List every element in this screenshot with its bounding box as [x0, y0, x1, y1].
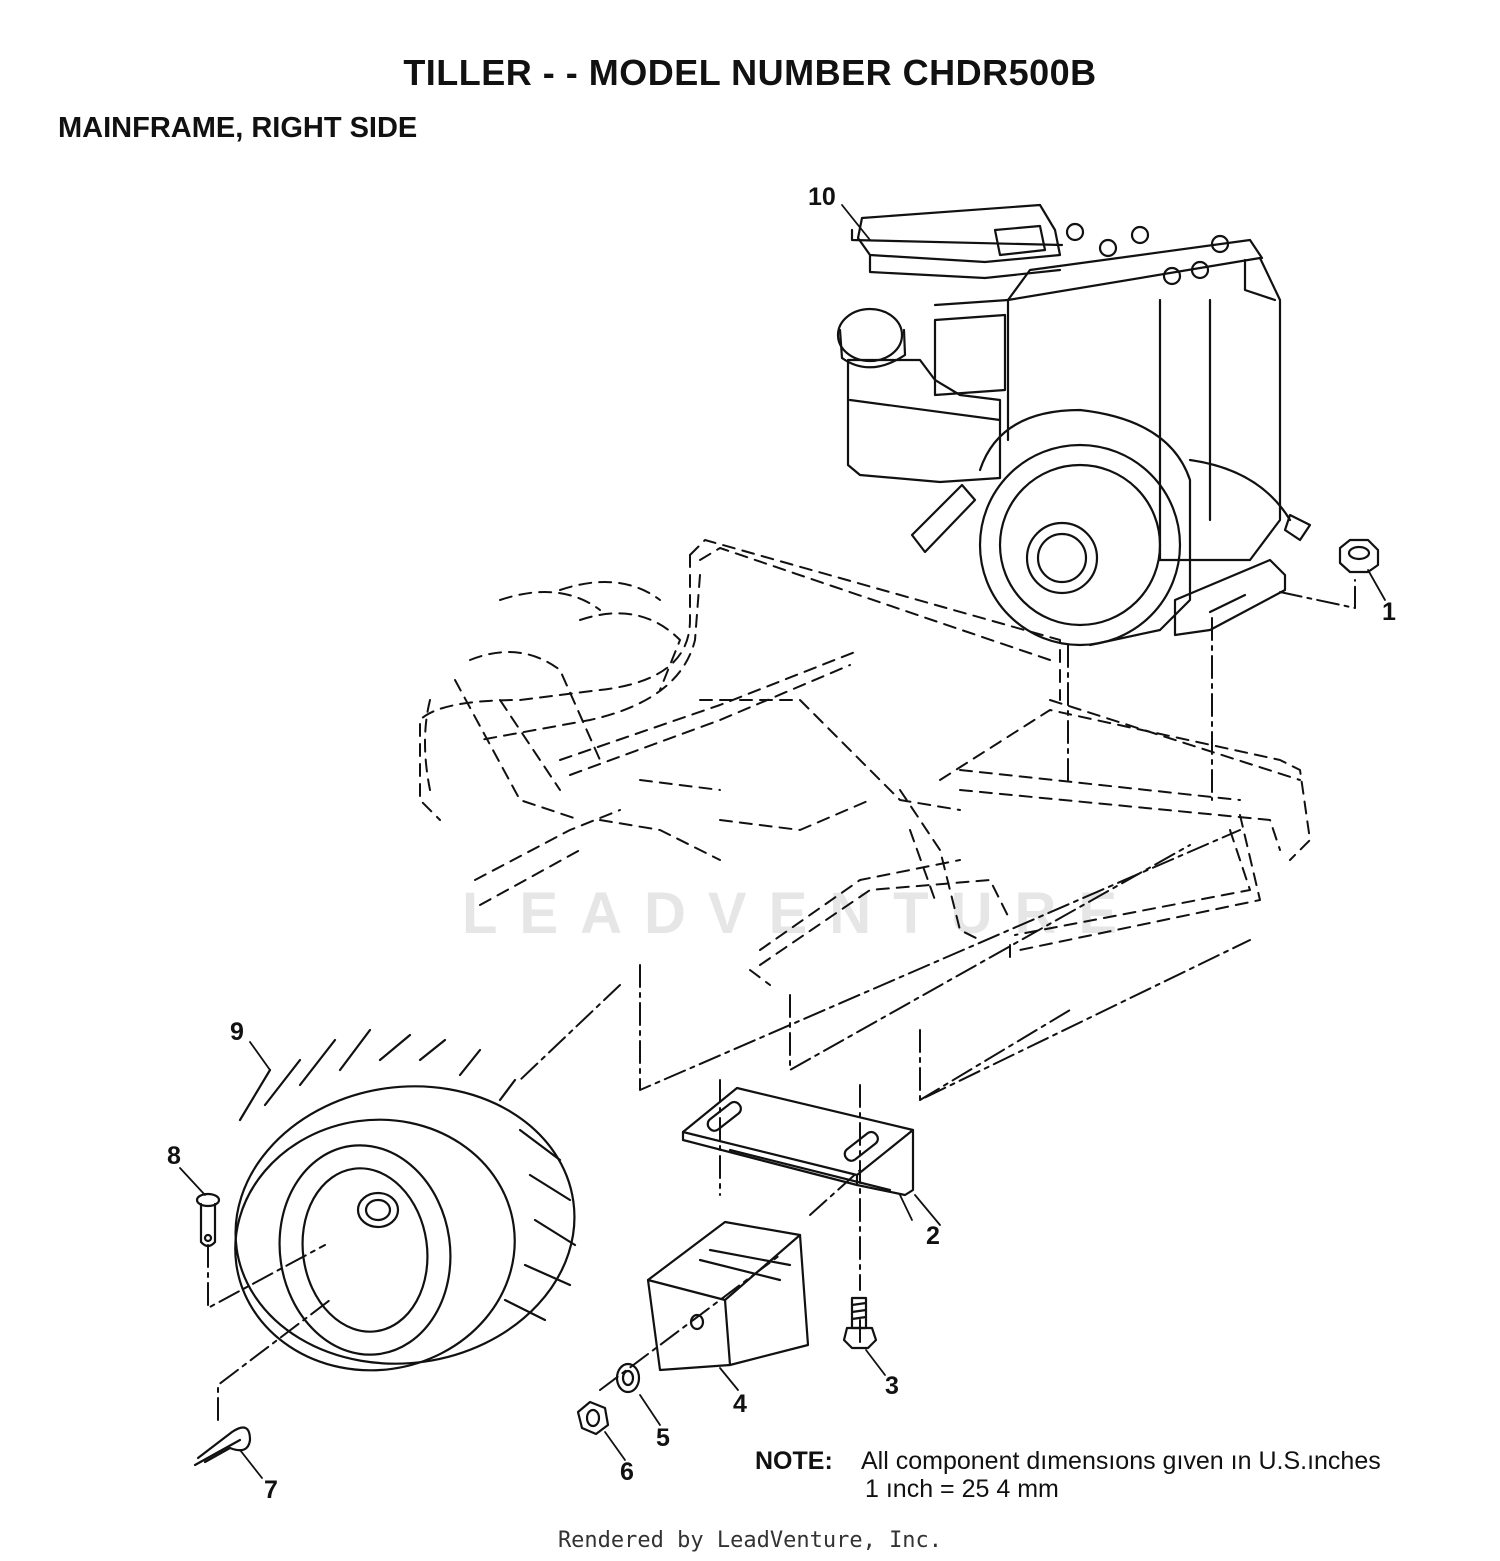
- callout-7: 7: [264, 1476, 278, 1504]
- callout-4: 4: [733, 1390, 747, 1418]
- block-drawing: [646, 1220, 810, 1372]
- callout-8: 8: [167, 1142, 181, 1170]
- callout-2: 2: [926, 1222, 940, 1250]
- wheel-drawing: [234, 1028, 577, 1372]
- callout-leaders: [179, 204, 1386, 1479]
- callout-3: 3: [885, 1372, 899, 1400]
- washer-drawing: [615, 1362, 641, 1394]
- page-title: TILLER - - MODEL NUMBER CHDR500B: [403, 52, 1097, 93]
- assembly-leader-lines: [207, 579, 1356, 1421]
- callout-1: 1: [1382, 598, 1396, 626]
- note-line-1: All component dımensıons gıven ın U.S.ın…: [861, 1447, 1381, 1475]
- bolt-drawing: [842, 1296, 878, 1350]
- note-line-2: 1 ınch = 25 4 mm: [865, 1475, 1059, 1503]
- engine-drawing: [836, 203, 1312, 647]
- clevis-pin-drawing: [195, 1192, 221, 1248]
- hairpin-clip-drawing: [193, 1426, 252, 1467]
- footer-credit: Rendered by LeadVenture, Inc.: [557, 1528, 943, 1553]
- nut-drawing: [576, 1400, 610, 1436]
- note-label: NOTE:: [755, 1447, 833, 1475]
- callout-10: 10: [808, 183, 836, 211]
- callout-labels: 1 2 3 4 5 6 7 8 9 10: [167, 183, 1396, 1504]
- callout-5: 5: [656, 1424, 670, 1452]
- callout-9: 9: [230, 1018, 244, 1046]
- top-nut-drawing: [1338, 538, 1380, 574]
- bracket-drawing: [681, 1086, 915, 1197]
- callout-6: 6: [620, 1458, 634, 1486]
- section-subtitle: MAINFRAME, RIGHT SIDE: [58, 112, 418, 144]
- mainframe-dashed-outline: [419, 539, 1311, 986]
